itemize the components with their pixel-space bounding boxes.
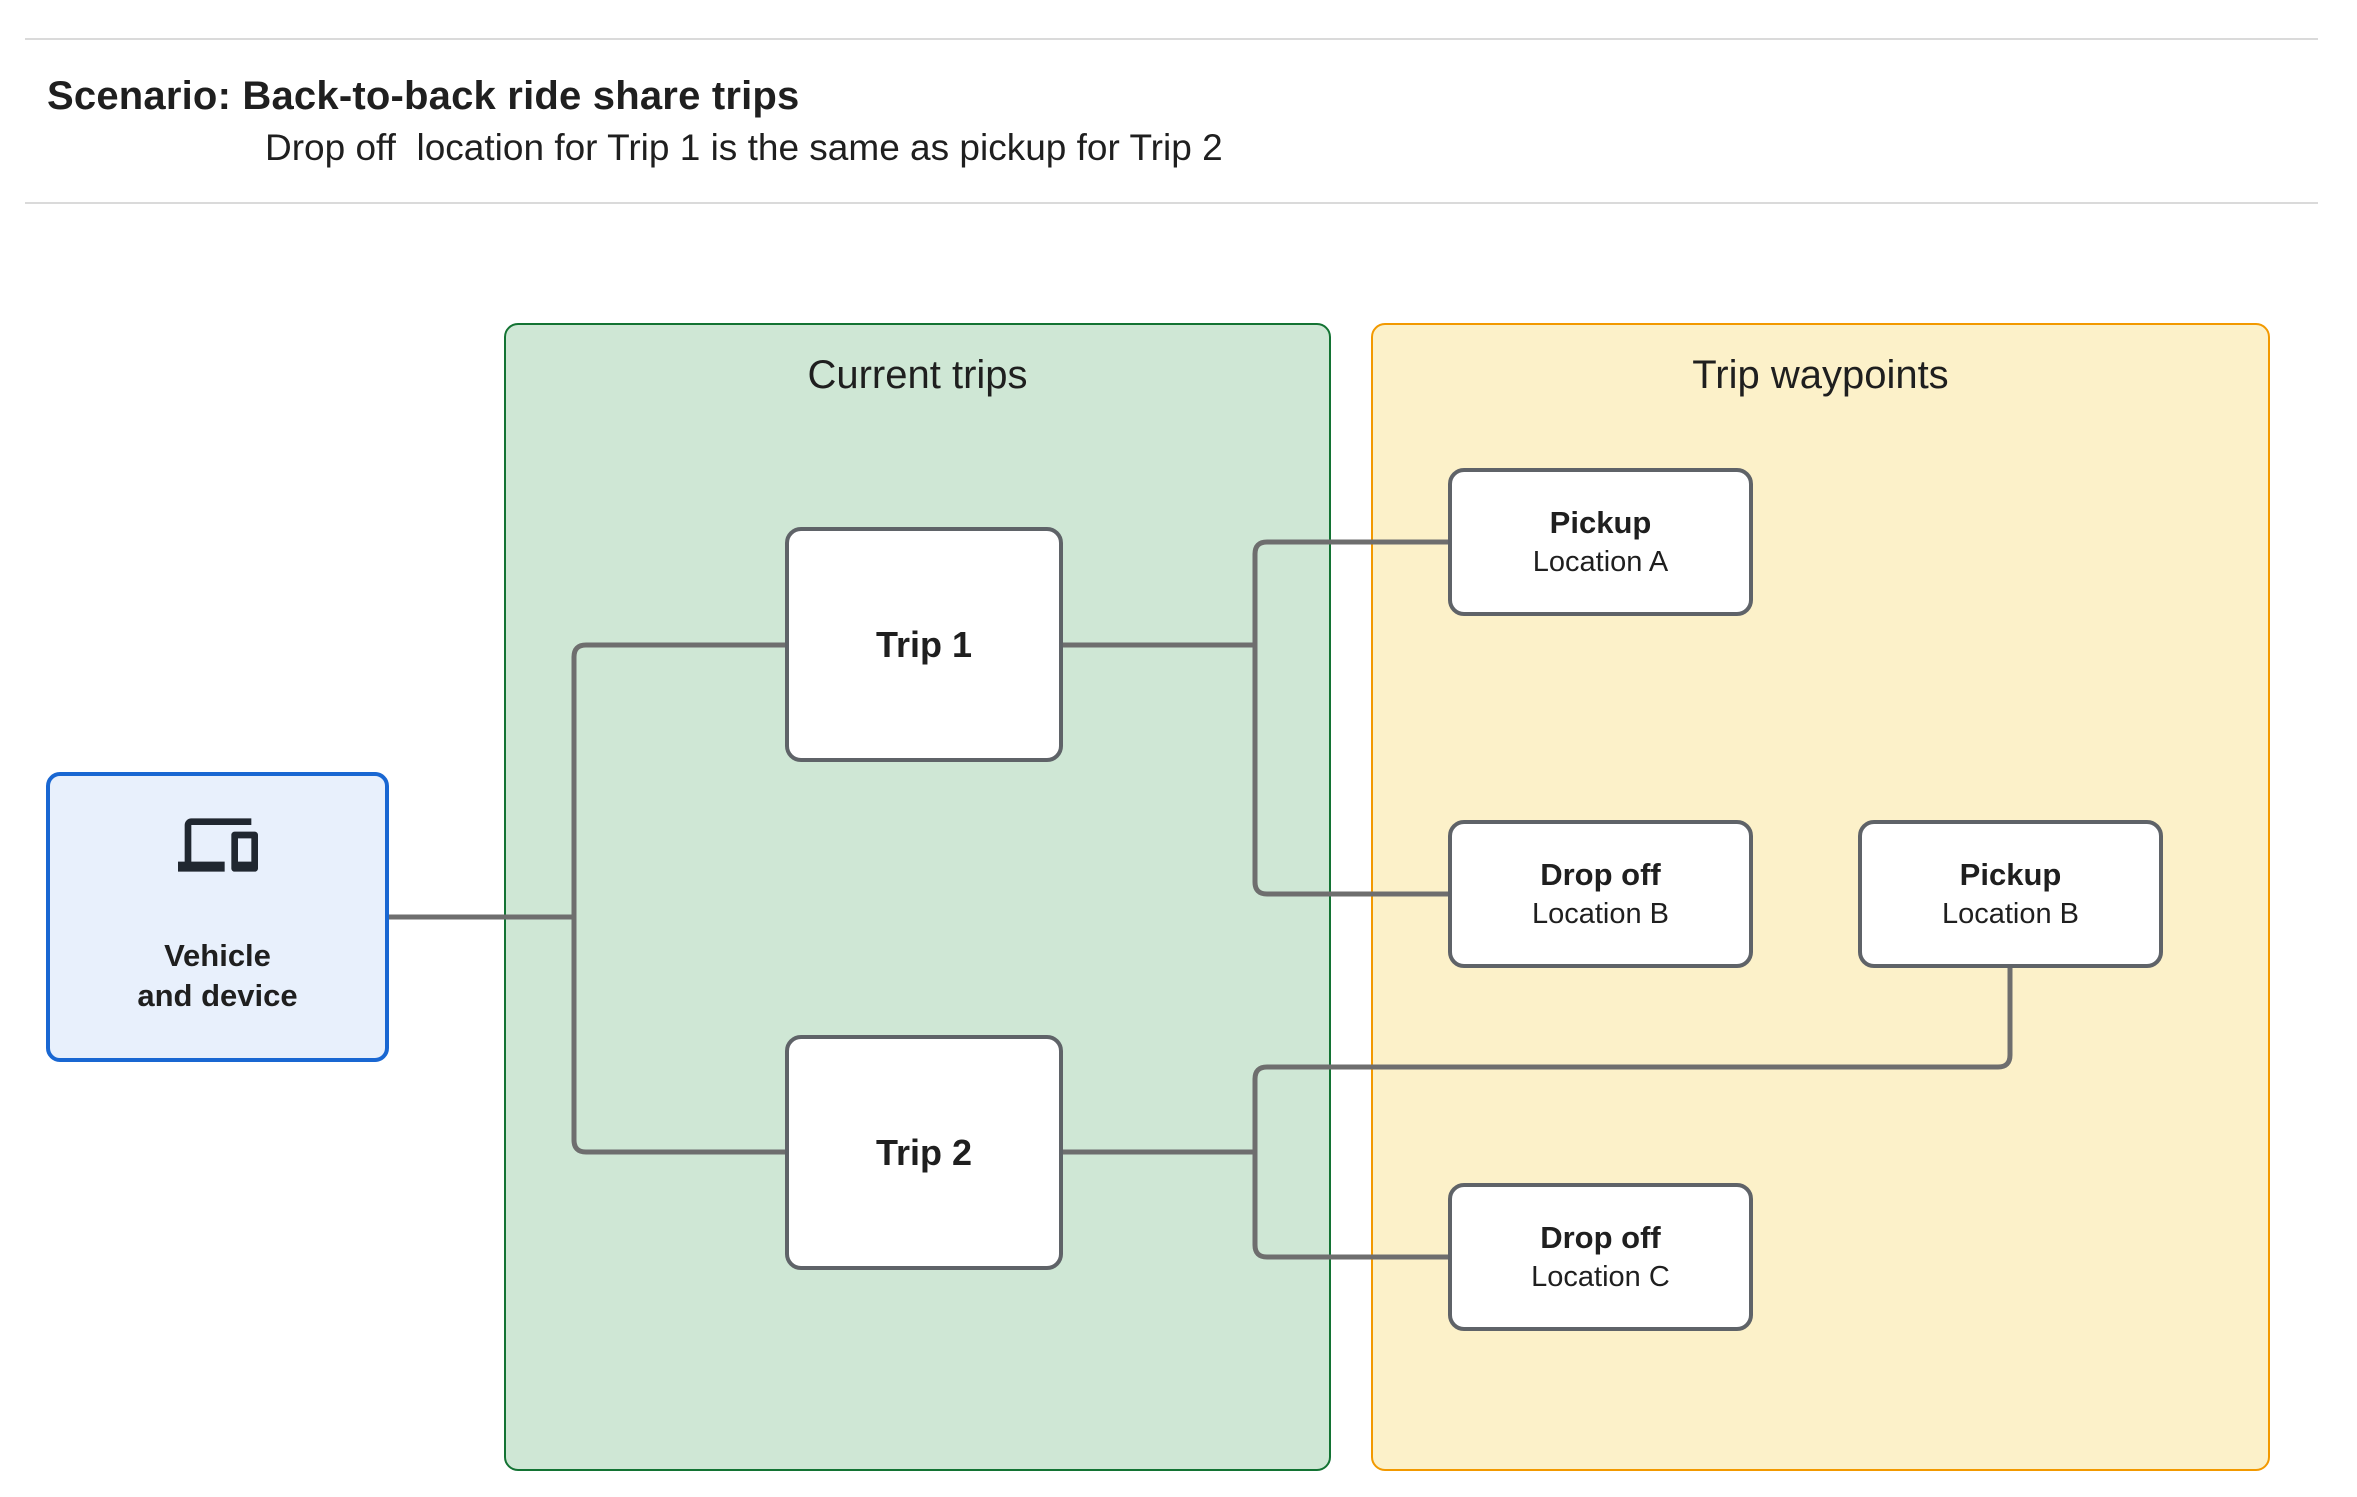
pickup-a-location: Location A <box>1532 546 1669 578</box>
pickup-location-b-node: Pickup Location B <box>1858 820 2163 968</box>
vehicle-label-line2: and device <box>137 978 298 1013</box>
trip-waypoints-panel-title: Trip waypoints <box>1692 353 1949 397</box>
page-subtitle: Drop off location for Trip 1 is the same… <box>265 127 1223 168</box>
current-trips-panel: Current trips <box>504 323 1331 1471</box>
trip1-label: Trip 1 <box>875 623 973 665</box>
current-trips-panel-title: Current trips <box>807 353 1028 397</box>
dropoff-b-title: Drop off <box>1540 857 1661 892</box>
dropoff-c-title: Drop off <box>1540 1220 1661 1255</box>
pickup-b-title: Pickup <box>1959 857 2062 892</box>
dropoff-location-b-node: Drop off Location B <box>1448 820 1753 968</box>
vehicle-and-device-node: Vehicle and device <box>46 772 389 1062</box>
trip2-node: Trip 2 <box>785 1035 1063 1270</box>
dropoff-location-c-node: Drop off Location C <box>1448 1183 1753 1331</box>
page-title: Scenario: Back-to-back ride share trips <box>47 74 800 118</box>
trip1-node: Trip 1 <box>785 527 1063 762</box>
pickup-a-title: Pickup <box>1549 505 1652 540</box>
header-divider <box>25 202 2318 204</box>
dropoff-b-location: Location B <box>1531 898 1670 930</box>
dropoff-c-location: Location C <box>1531 1261 1670 1293</box>
pickup-b-location: Location B <box>1941 898 2080 930</box>
top-divider <box>25 38 2318 40</box>
pickup-location-a-node: Pickup Location A <box>1448 468 1753 616</box>
trip2-label: Trip 2 <box>875 1131 973 1173</box>
vehicle-node-label: Vehicle and device <box>137 936 297 1016</box>
vehicle-label-line1: Vehicle <box>164 938 271 973</box>
devices-icon <box>177 818 258 872</box>
